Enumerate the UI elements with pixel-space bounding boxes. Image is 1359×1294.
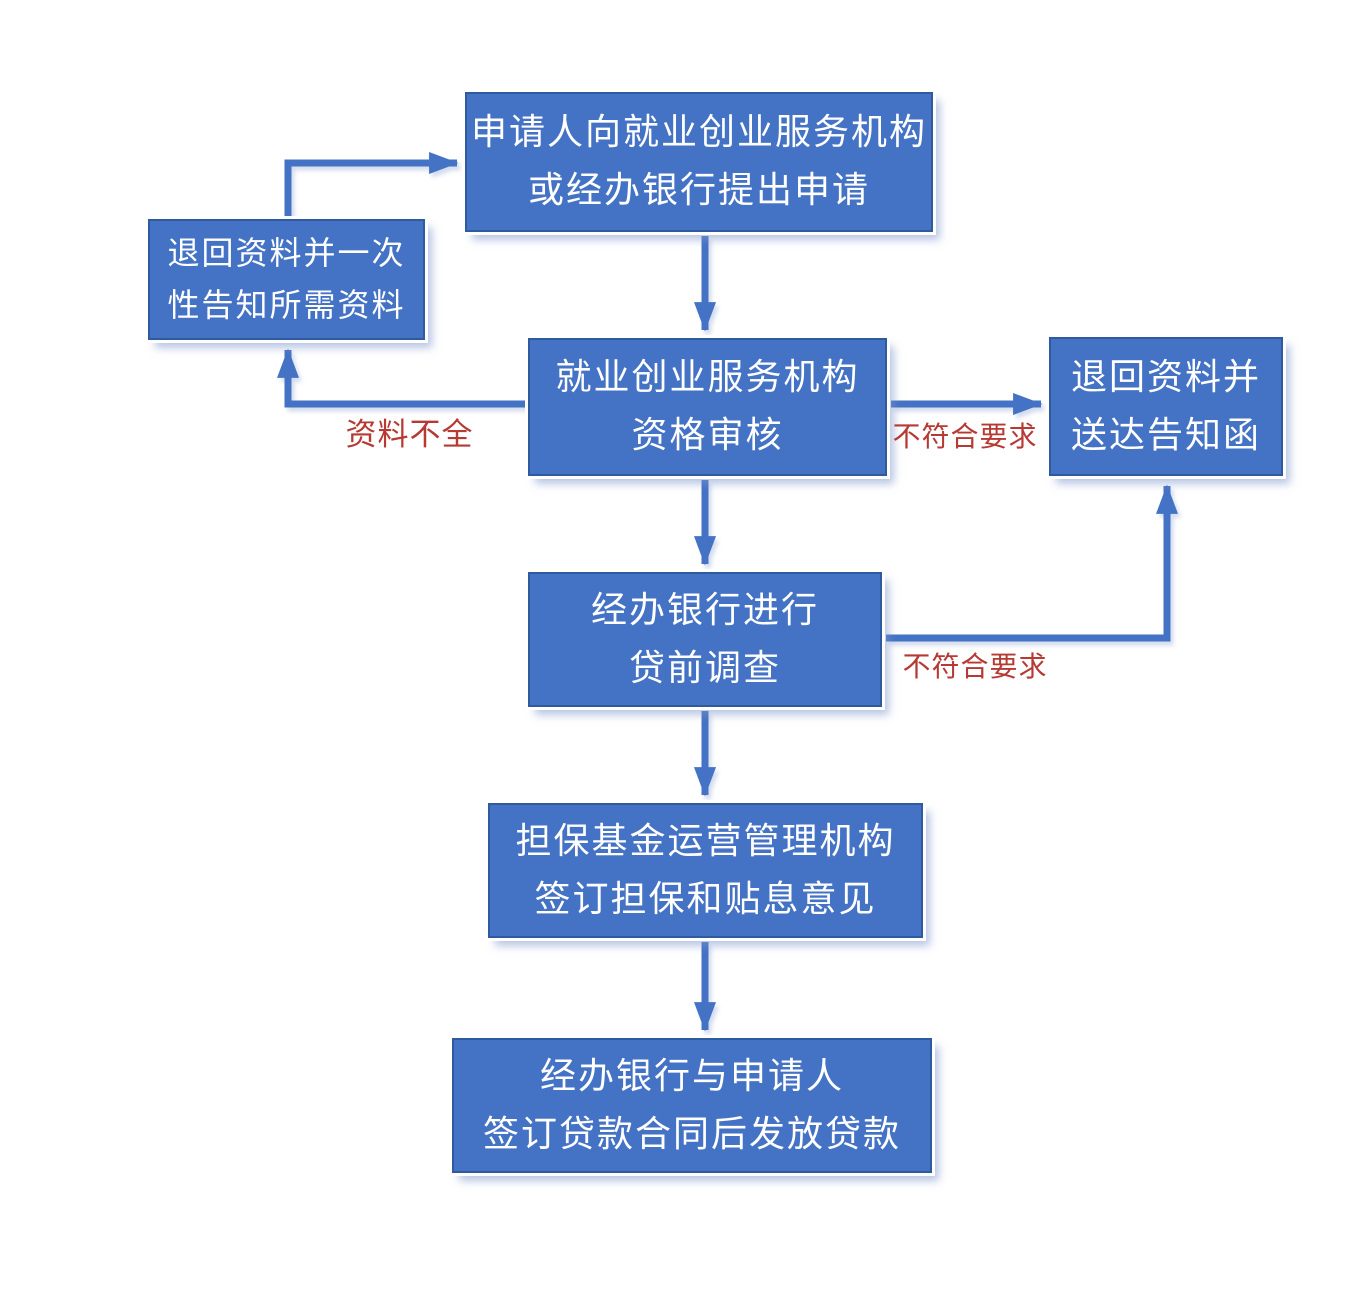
node-sign-and-issue: 经办银行与申请人 签订贷款合同后发放贷款 (452, 1038, 932, 1173)
node-guarantee-fund-line2: 签订担保和贴息意见 (534, 878, 877, 919)
arrow-precheck-to-return-notice (886, 484, 1179, 642)
node-pre-loan-check-line1: 经办银行进行 (590, 589, 819, 630)
edge-label-review-not-qualified: 不符合要求 (892, 422, 1038, 453)
arrow-review-to-return-materials (276, 348, 528, 408)
node-apply-line2: 或经办银行提出申请 (527, 170, 870, 210)
node-qualification-review: 就业创业服务机构 资格审核 (528, 338, 887, 476)
node-return-notice: 退回资料并 送达告知函 (1049, 337, 1283, 476)
node-pre-loan-check: 经办银行进行 贷前调查 (528, 572, 882, 707)
node-return-notice-line1: 退回资料并 (1070, 356, 1261, 397)
node-return-materials: 退回资料并一次 性告知所需资料 (148, 219, 425, 340)
node-apply: 申请人向就业创业服务机构 或经办银行提出申请 (465, 92, 933, 232)
node-return-materials-line2: 性告知所需资料 (167, 286, 406, 323)
node-return-notice-line2: 送达告知函 (1070, 414, 1261, 455)
node-return-materials-line1: 退回资料并一次 (167, 235, 406, 272)
arrow-return-materials-to-apply (284, 151, 459, 217)
node-guarantee-fund-line1: 担保基金运营管理机构 (515, 820, 896, 861)
node-qualification-review-line1: 就业创业服务机构 (555, 357, 860, 398)
edge-label-incomplete-materials: 资料不全 (345, 417, 474, 452)
node-sign-and-issue-line1: 经办银行与申请人 (539, 1055, 844, 1096)
edge-label-loan-check-not-qualified: 不符合要求 (902, 652, 1048, 683)
node-apply-line1: 申请人向就业创业服务机构 (470, 112, 927, 153)
node-pre-loan-check-line2: 贷前调查 (628, 647, 781, 688)
node-sign-and-issue-line2: 签订贷款合同后发放贷款 (482, 1113, 901, 1154)
node-guarantee-fund: 担保基金运营管理机构 签订担保和贴息意见 (488, 803, 923, 938)
node-qualification-review-line2: 资格审核 (631, 415, 784, 455)
